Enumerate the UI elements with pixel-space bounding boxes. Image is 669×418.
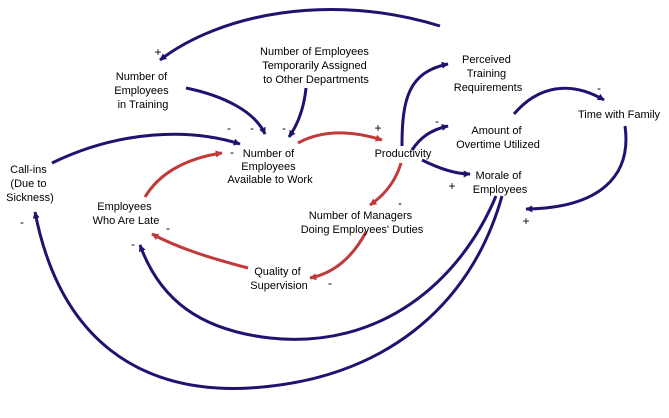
node-productivity: Productivity: [375, 148, 432, 160]
node-employees-available: Number of Employees Available to Work: [227, 148, 313, 186]
node-time-with-family: Time with Family: [578, 109, 661, 121]
sign-temp-assigned-to-available: -: [282, 121, 286, 135]
sign-available-to-productivity: +: [374, 121, 381, 135]
link-callins-to-available: [51, 132, 241, 165]
node-overtime: Amount of Overtime Utilized: [456, 125, 540, 151]
link-productivity-to-training: [400, 61, 449, 147]
sign-quality-to-late: -: [166, 221, 170, 235]
sign-productivity-to-overtime: -: [435, 114, 439, 128]
node-quality-supervision: Quality of Supervision: [250, 266, 307, 292]
sign-family-to-morale: +: [522, 214, 529, 228]
link-training-to-employees-in-training: [159, 7, 441, 62]
links: [32, 7, 628, 390]
link-temp-assigned-to-available: [287, 87, 308, 138]
link-in-training-to-available: [185, 86, 267, 135]
link-morale-to-late: [138, 195, 498, 341]
sign-productivity-to-morale: +: [448, 179, 455, 193]
sign-productivity-to-training: -: [432, 61, 436, 75]
link-productivity-to-managers: [369, 162, 403, 207]
link-productivity-to-morale: [421, 158, 471, 178]
sign-late-to-available: -: [230, 145, 234, 159]
sign-morale-to-late: -: [131, 237, 135, 251]
link-morale-to-callins: [32, 195, 504, 390]
node-managers-duties: Number of Managers Doing Employees' Duti…: [301, 210, 424, 236]
link-quality-to-late: [151, 232, 249, 270]
sign-in-training-to-available: -: [250, 121, 254, 135]
link-family-to-morale: [525, 125, 628, 213]
polarity-signs: - + - - - - + - + - + - - - - -: [20, 45, 601, 290]
sign-managers-to-quality: -: [328, 276, 332, 290]
sign-morale-to-callins: -: [20, 215, 24, 229]
link-overtime-to-family: [512, 86, 605, 115]
node-employees-in-training: Number of Employees in Training: [114, 71, 171, 111]
node-morale: Morale of Employees: [473, 170, 528, 196]
sign-overtime-to-family: -: [597, 81, 601, 95]
sign-productivity-to-managers: -: [398, 196, 402, 210]
sign-callins-to-available: -: [227, 121, 231, 135]
node-employees-temp-assigned: Number of Employees Temporarily Assigned…: [260, 46, 372, 86]
node-perceived-training: Perceived Training Requirements: [454, 54, 523, 94]
node-labels: Number of Employees in Training Number o…: [6, 46, 660, 292]
node-employees-late: Employees Who Are Late: [93, 201, 160, 227]
sign-training-to-employees-in-training: +: [154, 45, 161, 59]
node-callins: Call-ins (Due to Sickness): [6, 164, 54, 204]
link-late-to-available: [143, 150, 223, 198]
link-productivity-to-overtime: [410, 123, 449, 151]
link-available-to-productivity: [297, 131, 383, 145]
link-managers-to-quality: [309, 231, 368, 281]
